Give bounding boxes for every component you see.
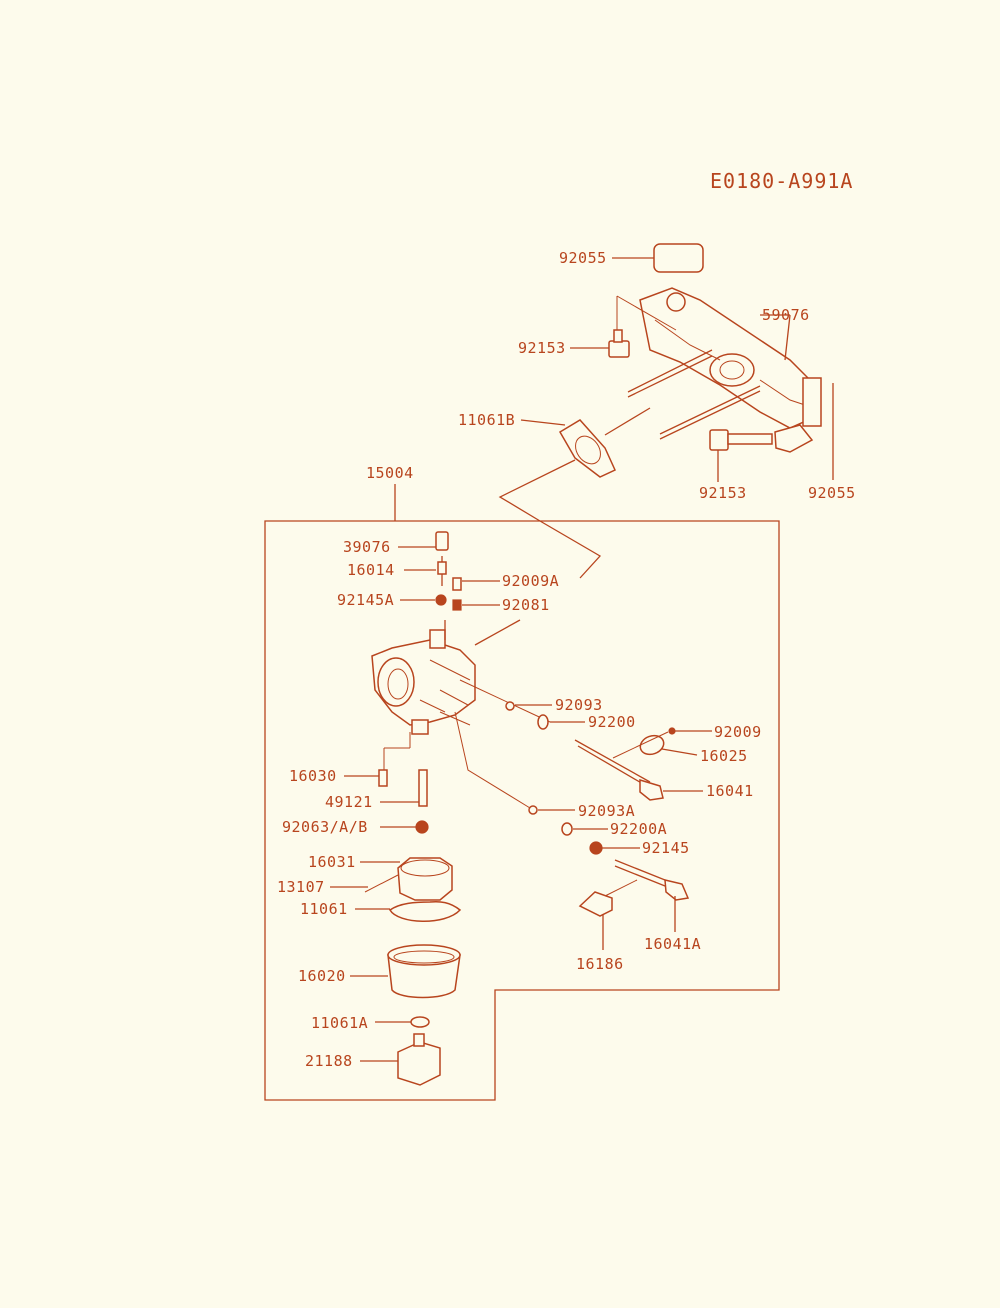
label-92153-bottom: 92153 (699, 484, 747, 502)
label-92093: 92093 (555, 696, 603, 714)
label-13107: 13107 (277, 878, 325, 896)
label-92009A: 92009A (502, 572, 559, 590)
label-92009: 92009 (714, 723, 762, 741)
label-16020: 16020 (298, 967, 346, 985)
float-16031[interactable] (397, 857, 453, 901)
washer-11061A[interactable] (410, 1016, 430, 1028)
label-92145A: 92145A (337, 591, 394, 609)
label-92145: 92145 (642, 839, 690, 857)
shaft-16041A[interactable] (614, 859, 690, 901)
label-92081: 92081 (502, 596, 550, 614)
needle-16014[interactable] (437, 556, 447, 586)
intake-manifold-59076[interactable] (627, 287, 822, 453)
gasket-11061B[interactable] (558, 419, 616, 478)
gasket-92055-top[interactable] (653, 243, 704, 273)
label-21188: 21188 (305, 1052, 353, 1070)
jet-16030[interactable] (378, 769, 388, 787)
label-16041A: 16041A (644, 935, 701, 953)
label-16031: 16031 (308, 853, 356, 871)
label-15004: 15004 (366, 464, 414, 482)
label-11061B: 11061B (458, 411, 515, 429)
screw-92009A[interactable] (452, 577, 462, 591)
carburetor-body[interactable] (371, 629, 476, 735)
bolt-92153-left[interactable] (608, 329, 630, 358)
shaft-16041[interactable] (574, 739, 664, 801)
assembly-boundary (264, 520, 780, 1101)
label-92093A: 92093A (578, 802, 635, 820)
spring-92145A[interactable] (435, 594, 447, 606)
label-92153-left: 92153 (518, 339, 566, 357)
diagram-id: E0180-A991A (710, 169, 853, 193)
label-92200A: 92200A (610, 820, 667, 838)
washer-92093A[interactable] (528, 805, 538, 815)
washer-92093[interactable] (505, 701, 515, 711)
label-39076: 39076 (343, 538, 391, 556)
label-16186: 16186 (576, 955, 624, 973)
screw-92009[interactable] (668, 727, 676, 735)
gasket-11061[interactable] (389, 900, 462, 922)
washer-92200A[interactable] (561, 822, 573, 836)
plate-16186[interactable] (578, 891, 613, 917)
label-92063: 92063/A/B (282, 818, 368, 836)
label-16041: 16041 (706, 782, 754, 800)
plate-16025[interactable] (638, 732, 667, 757)
label-59076: 59076 (762, 306, 810, 324)
spring-92081[interactable] (452, 599, 462, 611)
label-16030: 16030 (289, 767, 337, 785)
jet-92063[interactable] (415, 820, 429, 834)
bowl-16020[interactable] (387, 944, 461, 999)
label-92200: 92200 (588, 713, 636, 731)
pin-13107[interactable] (364, 874, 399, 893)
part-39076[interactable] (435, 531, 449, 551)
label-11061: 11061 (300, 900, 348, 918)
label-16025: 16025 (700, 747, 748, 765)
spring-92145[interactable] (589, 841, 603, 855)
label-49121: 49121 (325, 793, 373, 811)
bolt-92153-bottom[interactable] (709, 429, 773, 451)
label-11061A: 11061A (311, 1014, 368, 1032)
label-92055-top: 92055 (559, 249, 607, 267)
label-92055-right: 92055 (808, 484, 856, 502)
washer-92200[interactable] (537, 714, 549, 730)
label-16014: 16014 (347, 561, 395, 579)
solenoid-21188[interactable] (397, 1033, 441, 1086)
tube-49121[interactable] (418, 769, 428, 807)
